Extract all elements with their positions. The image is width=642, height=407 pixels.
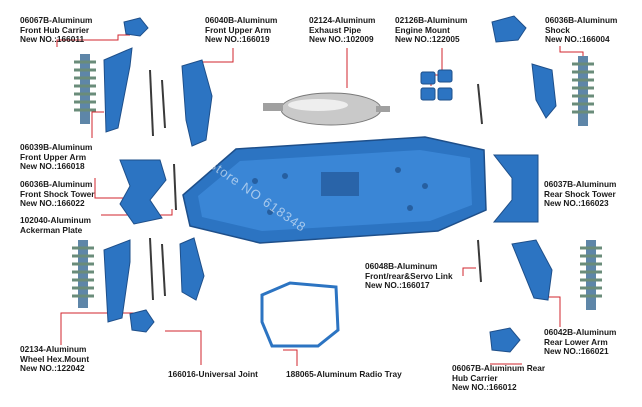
label-line: New NO.:102009 <box>309 34 374 45</box>
label-line: Front Hub Carrier <box>20 24 90 35</box>
rear-hub-carrier <box>489 327 521 353</box>
label-line: 06067B-Aluminum <box>20 15 93 25</box>
label-line: New NO.:166023 <box>544 198 609 209</box>
shock-left-top <box>74 54 96 124</box>
radio-tray <box>260 281 340 348</box>
label-line: 02134-Aluminum <box>20 344 87 354</box>
label-line: Engine Mount <box>395 24 450 35</box>
label-line: 102040-Aluminum <box>20 215 92 225</box>
label-line: Front Shock Tower <box>20 188 95 199</box>
label-line: 02126B-Aluminum <box>395 15 468 25</box>
label-line: New NO.:166004 <box>545 34 610 45</box>
rear-shock-tower <box>492 154 539 223</box>
label-line: 06039B-Aluminum <box>20 142 93 152</box>
label-line: 06048B-Aluminum <box>365 261 438 271</box>
label-front-shock-tower: 06036B-Aluminum Front Shock Tower New NO… <box>20 179 95 209</box>
rear-lower-arm <box>511 239 553 301</box>
engine-mount <box>420 69 453 101</box>
label-line: New NO.:166018 <box>20 161 85 172</box>
label-rear-lower-arm: 06042B-Aluminum Rear Lower Arm New NO.:1… <box>544 327 617 357</box>
front-hub-carrier <box>123 17 149 37</box>
label-servo-link: 06048B-Aluminum Front/rear&Servo Link Ne… <box>365 261 453 291</box>
label-line: New NO.:166017 <box>365 280 430 291</box>
label-universal-joint: 166016-Universal Joint <box>168 369 258 380</box>
label-front-upper-arm-2: 06039B-Aluminum Front Upper Arm New NO.:… <box>20 142 93 172</box>
label-line: Wheel Hex.Mount <box>20 353 90 364</box>
label-wheel-hex-mount: 02134-Aluminum Wheel Hex.Mount New NO.:1… <box>20 344 90 374</box>
label-line: 06037B-Aluminum <box>544 179 617 189</box>
front-upper-arm-right <box>181 59 213 147</box>
shock-left-bottom <box>72 240 94 308</box>
label-shock: 06036B-Aluminum Shock New NO.:166004 <box>545 15 618 45</box>
label-line: 06042B-Aluminum <box>544 327 617 337</box>
front-upper-arm-left <box>103 47 133 133</box>
leader-lines <box>56 34 584 366</box>
front-lower-arm-right <box>179 237 205 301</box>
label-line: Front Upper Arm <box>20 151 87 162</box>
front-shock-tower <box>119 159 167 225</box>
label-rear-shock-tower: 06037B-Aluminum Rear Shock Tower New NO.… <box>544 179 617 209</box>
front-lower-arm-left <box>103 239 131 323</box>
rear-hub-carrier-top <box>491 15 527 43</box>
wheel-hex-hub <box>129 309 155 333</box>
label-line: 06040B-Aluminum <box>205 15 278 25</box>
label-line: 02124-Aluminum <box>309 15 376 25</box>
label-exhaust-pipe: 02124-Aluminum Exhaust Pipe New NO.:1020… <box>309 15 376 45</box>
label-line: 06036B-Aluminum <box>20 179 93 189</box>
label-front-hub-carrier: 06067B-Aluminum Front Hub Carrier New NO… <box>20 15 93 45</box>
label-line: 166016-Universal Joint <box>168 369 258 379</box>
label-line: New NO.:166022 <box>20 198 85 209</box>
shock-right-top <box>572 56 594 126</box>
label-line: Ackerman Plate <box>20 224 83 235</box>
label-line: Hub Carrier <box>452 372 498 383</box>
label-line: Rear Shock Tower <box>544 188 616 199</box>
chassis-plate <box>182 136 487 244</box>
label-engine-mount: 02126B-Aluminum Engine Mount New NO.:122… <box>395 15 468 45</box>
label-line: New NO.:166019 <box>205 34 270 45</box>
exhaust-pipe <box>263 92 390 126</box>
label-ackerman-plate: 102040-Aluminum Ackerman Plate <box>20 215 92 235</box>
label-line: Rear Lower Arm <box>544 336 608 347</box>
label-line: New NO.:122005 <box>395 34 460 45</box>
label-line: Shock <box>545 24 570 35</box>
links <box>149 69 483 301</box>
label-line: Front Upper Arm <box>205 24 272 35</box>
label-line: 06036B-Aluminum <box>545 15 618 25</box>
label-line: New NO.:166011 <box>20 34 85 45</box>
label-line: 06067B-Aluminum Rear <box>452 363 546 373</box>
label-line: Exhaust Pipe <box>309 24 362 35</box>
rear-upper-arm <box>531 63 557 119</box>
label-line: New NO.:122042 <box>20 363 85 374</box>
label-line: 188065-Aluminum Radio Tray <box>286 369 402 379</box>
label-line: Front/rear&Servo Link <box>365 270 453 281</box>
label-line: New NO.:166021 <box>544 346 609 357</box>
label-front-upper-arm: 06040B-Aluminum Front Upper Arm New NO.:… <box>205 15 278 45</box>
shock-right-bottom <box>580 240 602 310</box>
label-line: New NO.:166012 <box>452 382 517 393</box>
label-radio-tray: 188065-Aluminum Radio Tray <box>286 369 402 380</box>
label-rear-hub-carrier: 06067B-Aluminum Rear Hub Carrier New NO.… <box>452 363 546 393</box>
